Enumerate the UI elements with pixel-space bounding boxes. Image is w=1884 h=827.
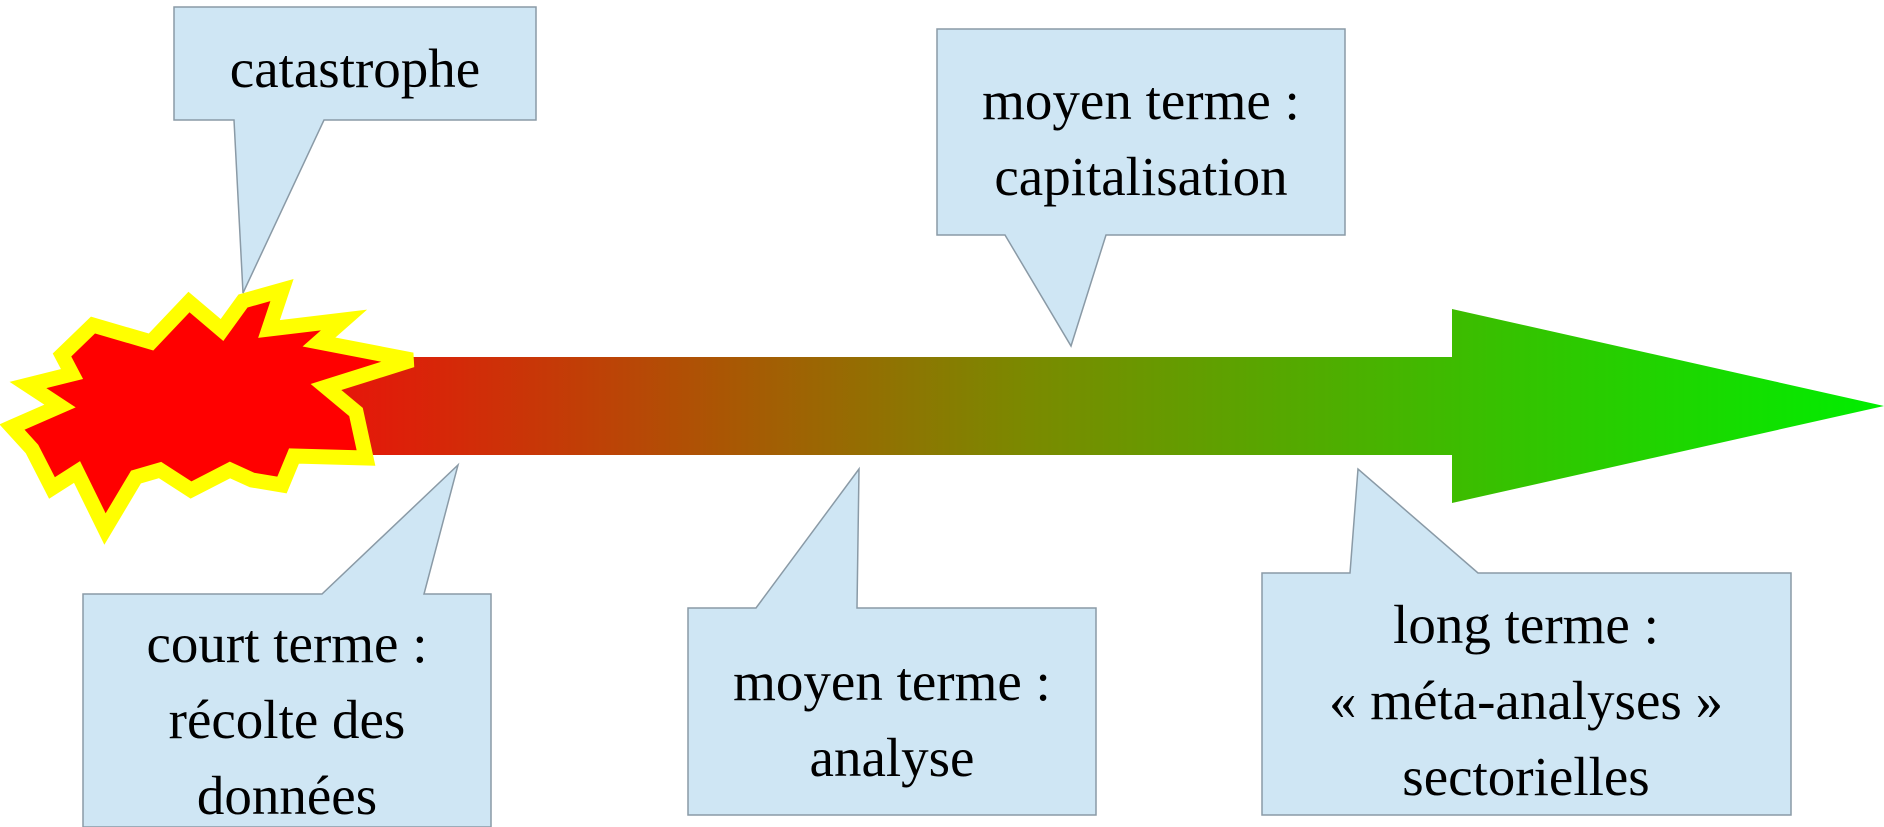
callout-catastrophe-text: catastrophe [230,38,480,99]
callout-court-terme: court terme : récolte des données [82,462,492,827]
callout-text-line: long terme : [1393,594,1659,655]
callout-text-line: données [197,765,377,826]
callout-text-line: capitalisation [994,146,1287,207]
callout-analyse-text: moyen terme : analyse [733,651,1051,788]
timeline-arrow [330,309,1884,503]
callout-text-line: moyen terme : [733,651,1051,712]
callout-long-terme-text: long terme : « méta-analyses » sectorielle… [1329,594,1723,807]
callout-text-line: catastrophe [230,38,480,99]
callout-text-line: sectorielles [1402,746,1649,807]
callout-text-line: moyen terme : [982,70,1300,131]
callout-text-line: « méta-analyses » [1329,670,1723,731]
callout-analyse: moyen terme : analyse [687,466,1097,816]
callout-text-line: analyse [810,727,975,788]
callout-capitalisation: moyen terme : capitalisation [936,28,1346,348]
callout-capitalisation-text: moyen terme : capitalisation [982,70,1300,207]
callout-court-terme-text: court terme : récolte des données [147,613,428,826]
callout-text-line: récolte des [169,689,406,750]
explosion-burst-icon [0,278,415,545]
callout-long-terme: long terme : « méta-analyses » sectorielle… [1261,467,1792,816]
callout-catastrophe: catastrophe [173,6,537,294]
callout-text-line: court terme : [147,613,428,674]
